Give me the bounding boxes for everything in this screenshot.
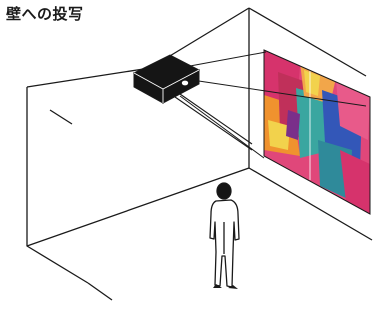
person-head — [216, 182, 232, 200]
left-wall-edge — [26, 87, 89, 284]
screen-edge — [263, 49, 371, 215]
projection-beams — [179, 51, 367, 159]
floor-left-edge — [26, 167, 250, 247]
person-silhouette — [209, 182, 240, 289]
caption-title: 壁への投写 — [6, 5, 84, 23]
projector-icon — [132, 54, 201, 104]
floor-right-edge — [248, 167, 373, 241]
wall-mark-left — [49, 109, 73, 125]
projector-lens — [181, 80, 189, 86]
projected-image — [264, 50, 370, 214]
ceiling-right-edge — [248, 7, 367, 77]
ceiling-mount — [174, 93, 253, 151]
floor-front-edge — [87, 282, 113, 301]
ceiling-left-edge — [26, 67, 151, 88]
